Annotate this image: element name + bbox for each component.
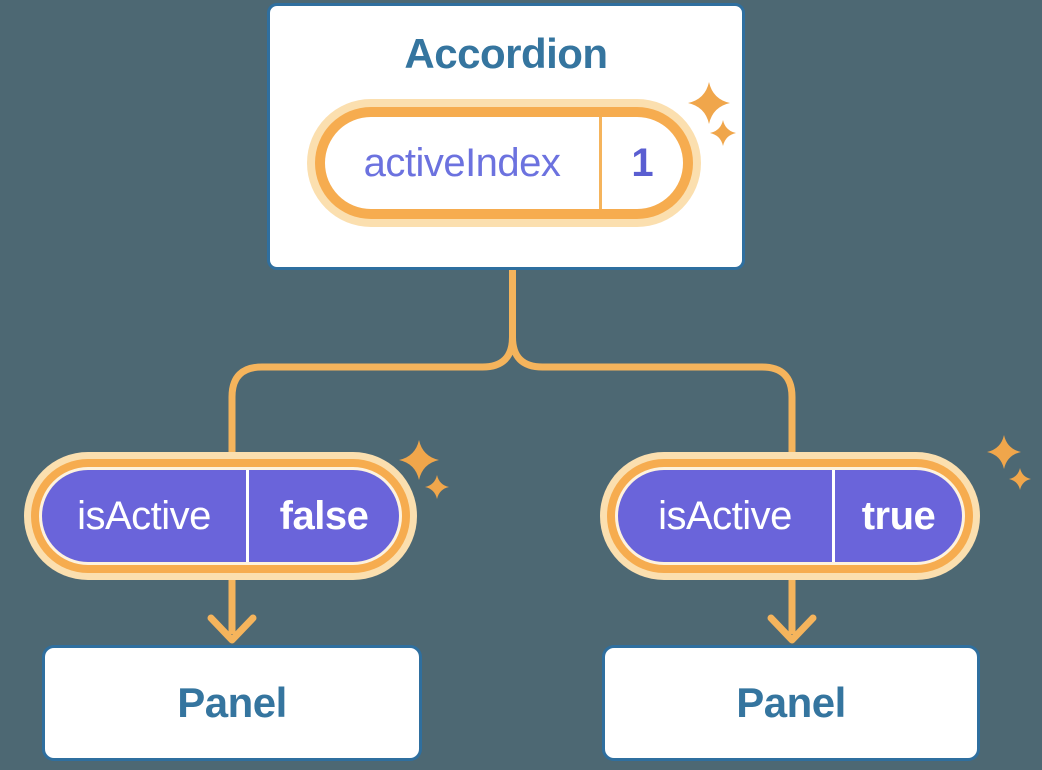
state-pill-activeindex: activeIndex 1 <box>325 117 683 209</box>
panel-component-card-left: Panel <box>42 645 422 761</box>
prop-pill-value: false <box>279 493 369 538</box>
prop-pill-isactive-true: isActive true <box>618 470 962 562</box>
state-pill-label: activeIndex <box>363 140 561 185</box>
prop-pill-value: true <box>861 493 936 538</box>
sparkle-small-icon <box>425 475 449 499</box>
accordion-title: Accordion <box>404 30 608 77</box>
prop-pill-divider <box>832 470 835 562</box>
sparkle-large-icon <box>399 440 439 480</box>
connector-right-branch <box>509 268 796 634</box>
state-pill-value: 1 <box>631 140 654 185</box>
arrowhead-left-icon <box>207 614 257 644</box>
arrowhead-right-icon <box>767 614 817 644</box>
sparkle-large-icon <box>987 435 1021 469</box>
state-pill-divider <box>599 117 602 209</box>
prop-pill-isactive-false: isActive false <box>42 470 399 562</box>
prop-pill-label: isActive <box>658 493 792 538</box>
sparkle-small-icon <box>1009 468 1031 490</box>
prop-pill-label: isActive <box>77 493 211 538</box>
panel-component-card-right: Panel <box>602 645 980 761</box>
accordion-component-card: Accordion activeIndex 1 <box>267 3 745 270</box>
connector-left-branch <box>228 268 516 634</box>
